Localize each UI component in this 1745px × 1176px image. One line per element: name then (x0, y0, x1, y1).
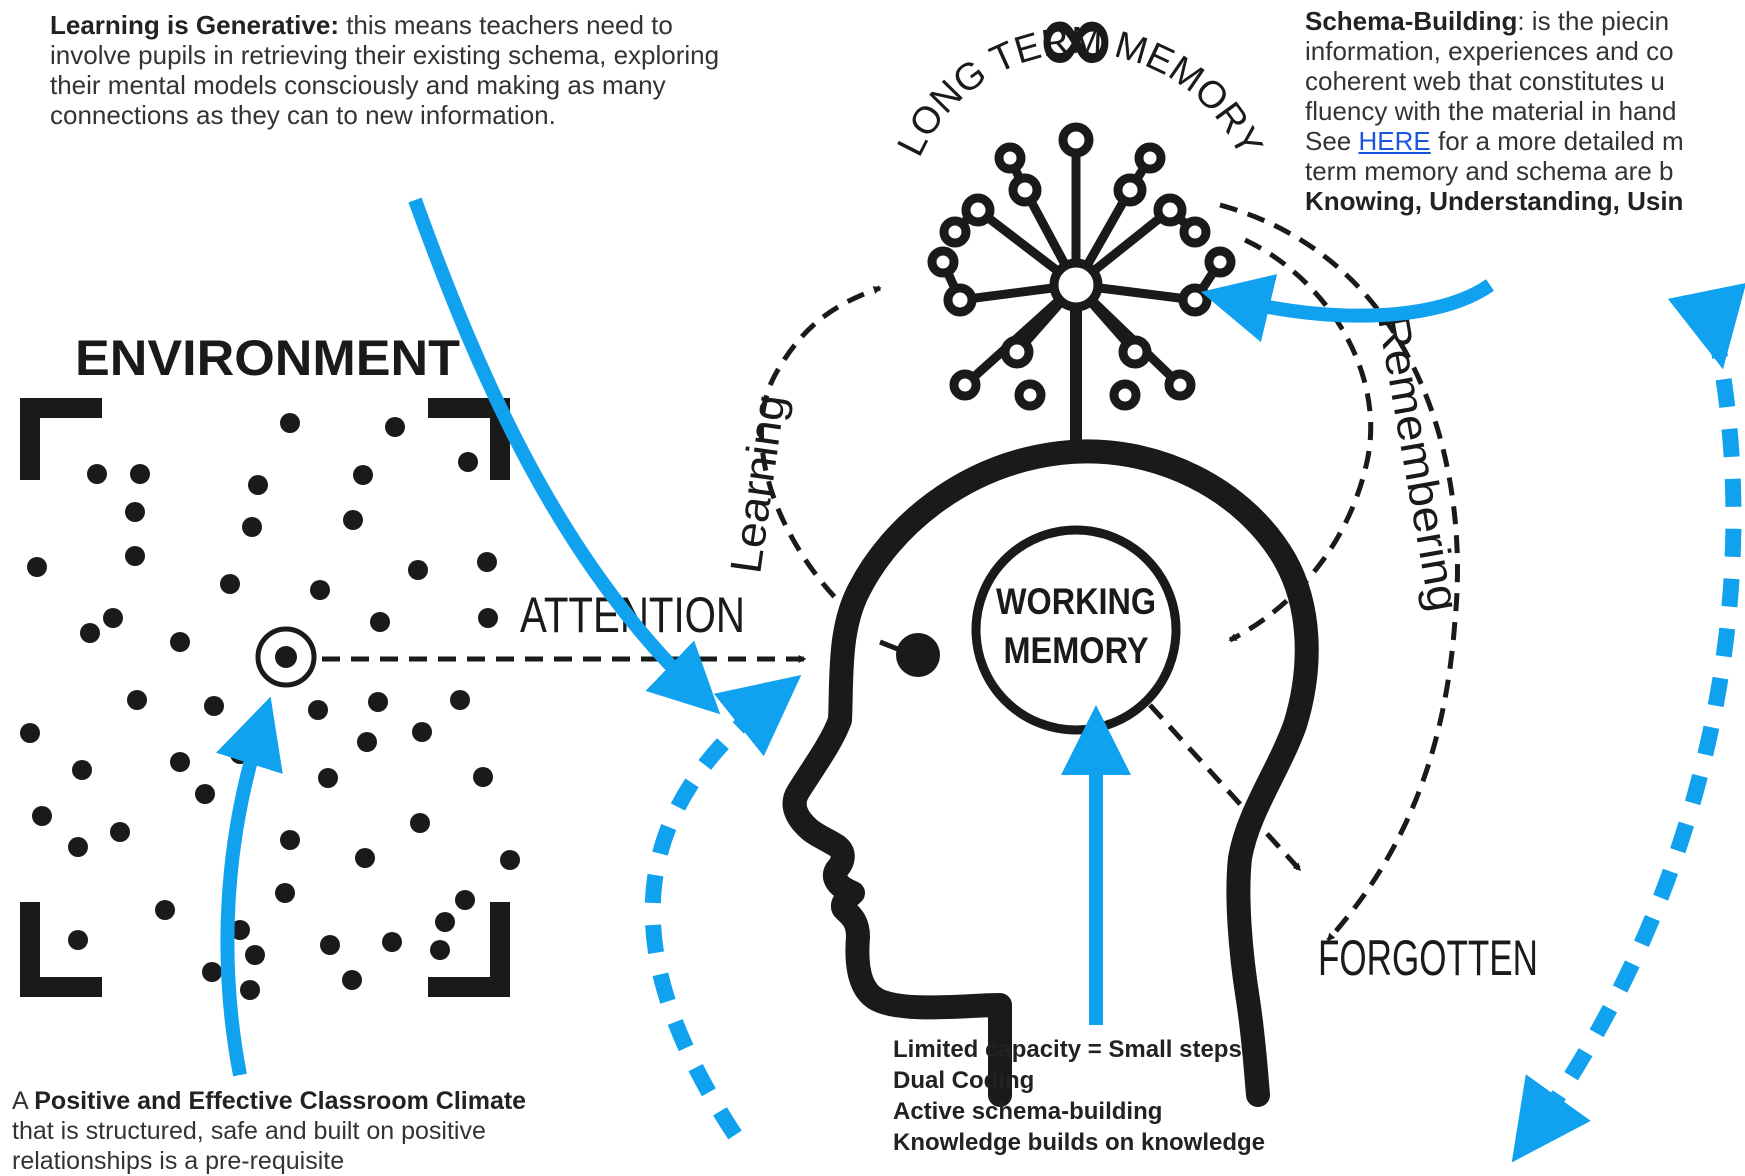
schema-line-3: coherent web that constitutes u (1305, 66, 1665, 96)
climate-heading: Positive and Effective Classroom Climate (34, 1087, 527, 1115)
right-dashed-blue-arrow (1511, 282, 1745, 1162)
infinity-icon: ∞ (1034, 0, 1117, 96)
environment-stimuli-dots (20, 413, 520, 1000)
schema-arrow (1200, 274, 1495, 343)
here-link[interactable]: HERE (1358, 126, 1431, 156)
strategy-knowledge-builds: Knowledge builds on knowledge (893, 1129, 1266, 1156)
head-silhouette (782, 439, 1319, 1107)
schema-line-4: fluency with the material in hand (1305, 96, 1677, 126)
schema-building-heading: Schema-Building (1305, 6, 1518, 36)
generative-arrow (408, 197, 721, 715)
schema-line-5-suffix: for a more detailed m (1430, 126, 1684, 156)
long-term-memory-network-icon (927, 122, 1236, 411)
schema-line-5-prefix: See (1305, 126, 1359, 156)
learning-generative-heading: Learning is Generative: (50, 10, 339, 40)
schema-line-7: Knowing, Understanding, Usin (1305, 186, 1684, 216)
climate-text: that is structured, safe and built on po… (12, 1117, 486, 1175)
learning-label: Learning (721, 391, 795, 576)
learning-generative-text: this means teachers need to involve pupi… (50, 10, 720, 130)
working-label: WORKING (996, 581, 1156, 622)
schema-building-note: Schema-Building: is the piecin informati… (1305, 6, 1745, 216)
schema-line-1: : is the piecin (1517, 6, 1670, 36)
working-to-forgotten-arrow (1148, 703, 1302, 872)
eye-icon (896, 633, 940, 677)
schema-line-6: term memory and schema are b (1305, 156, 1674, 186)
strategy-active-schema-building: Active schema-building (893, 1098, 1163, 1125)
attention-focus-target (255, 626, 317, 688)
working-memory-strategies-note: Limited capacity = Small steps Dual Codi… (893, 1034, 1393, 1158)
network-stem (1070, 308, 1082, 458)
climate-prefix: A (12, 1087, 35, 1115)
strategy-limited-capacity: Limited capacity = Small steps (893, 1036, 1242, 1063)
memory-label: MEMORY (1004, 630, 1149, 671)
classroom-climate-note: A Positive and Effective Classroom Clima… (12, 1086, 532, 1176)
ltm-to-forgotten-arrow (1219, 202, 1460, 942)
schema-line-2: information, experiences and co (1305, 36, 1674, 66)
strategy-dual-coding: Dual Coding (893, 1067, 1035, 1094)
learning-arrow (758, 285, 882, 619)
remembering-label: Remembering (1368, 311, 1468, 615)
forgotten-label: FORGOTTEN (1318, 930, 1538, 986)
bottom-left-dashed-blue-arrow (644, 674, 802, 1140)
learning-generative-note: Learning is Generative: this means teach… (50, 10, 730, 130)
environment-label: ENVIRONMENT (75, 330, 460, 386)
environment-frame (20, 398, 510, 997)
climate-arrow (216, 696, 283, 1077)
